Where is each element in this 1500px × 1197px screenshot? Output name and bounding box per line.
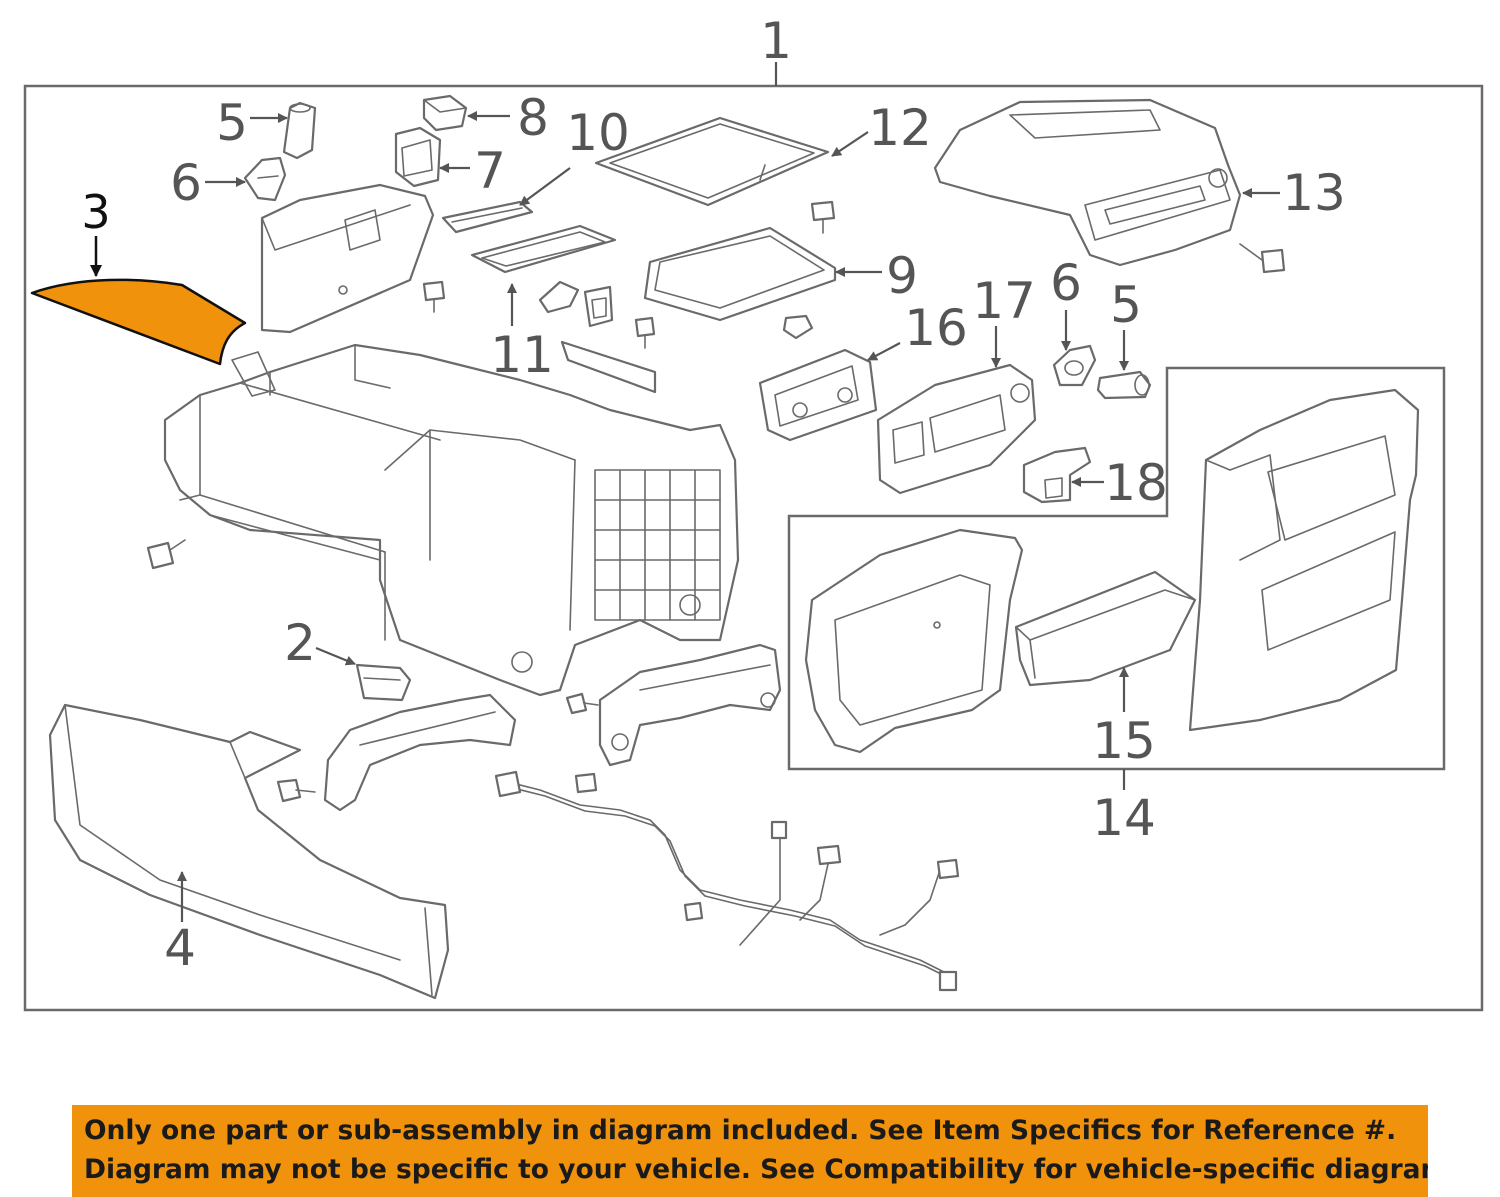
callout-8: 8 [517,89,549,147]
bracket-lower-right [598,643,782,767]
disclaimer-banner: Only one part or sub-assembly in diagram… [72,1105,1428,1197]
part-10 [441,200,534,234]
bracket-lower-left [323,693,517,812]
disclaimer-line-2: Diagram may not be specific to your vehi… [84,1154,1428,1185]
callout-labels: 1 2 3 4 5 6 8 7 10 11 12 9 13 17 16 6 5 … [81,12,1345,977]
part-11 [470,224,617,274]
callout-5-right: 5 [1110,276,1142,334]
callout-1: 1 [760,12,792,70]
callout-4: 4 [164,919,196,977]
part-17 [876,363,1037,495]
callout-2: 2 [284,614,316,672]
callout-18: 18 [1104,454,1168,512]
callout-6-right: 6 [1050,254,1082,312]
part-16 [758,348,878,442]
bolt-upper-mid [810,200,836,234]
part-13 [933,98,1242,267]
part-9 [643,226,837,340]
bolt-left-middle [146,539,186,570]
part-5-top-left [282,101,317,160]
clip-small-parts [538,280,657,394]
callout-13: 13 [1282,164,1346,222]
callout-16: 16 [904,299,968,357]
rear-bezel [1188,388,1420,732]
callout-14: 14 [1092,789,1156,847]
part-4 [48,703,450,1000]
part-7 [394,126,442,188]
shifter-bezel [260,183,435,334]
callout-11: 11 [490,326,554,384]
callout-6-top: 6 [170,154,202,212]
part-8 [422,94,468,132]
wiring-harness [494,770,960,992]
callout-3: 3 [81,185,110,239]
rear-storage-frame [804,528,1024,754]
callout-9: 9 [886,247,918,305]
bolt-center [565,692,599,715]
callout-12: 12 [868,99,932,157]
assembly-frame [23,84,1484,1012]
callout-5-top: 5 [216,94,248,152]
subassembly-14-frame [787,366,1446,771]
leader-10 [519,167,571,206]
bolt-mid-1 [422,280,446,313]
leader-12 [831,131,869,157]
part-2 [355,663,412,702]
part-3-highlighted [30,278,247,366]
callout-7: 7 [474,142,506,200]
console-body [163,343,740,697]
part-12 [594,116,830,207]
part-5-right [1096,370,1152,400]
leader-2 [315,646,356,666]
part-6-top-left [243,156,287,202]
callout-17: 17 [972,272,1036,330]
part-6-right [1052,344,1097,387]
bolt-left-lower [276,778,316,803]
leader-16 [867,342,901,361]
disclaimer-line-1: Only one part or sub-assembly in diagram… [84,1115,1397,1146]
callout-10: 10 [566,104,630,162]
callout-15: 15 [1092,712,1156,770]
part-18 [1022,446,1092,504]
part-15 [1014,570,1197,687]
bolt-right-upper [1239,243,1286,274]
